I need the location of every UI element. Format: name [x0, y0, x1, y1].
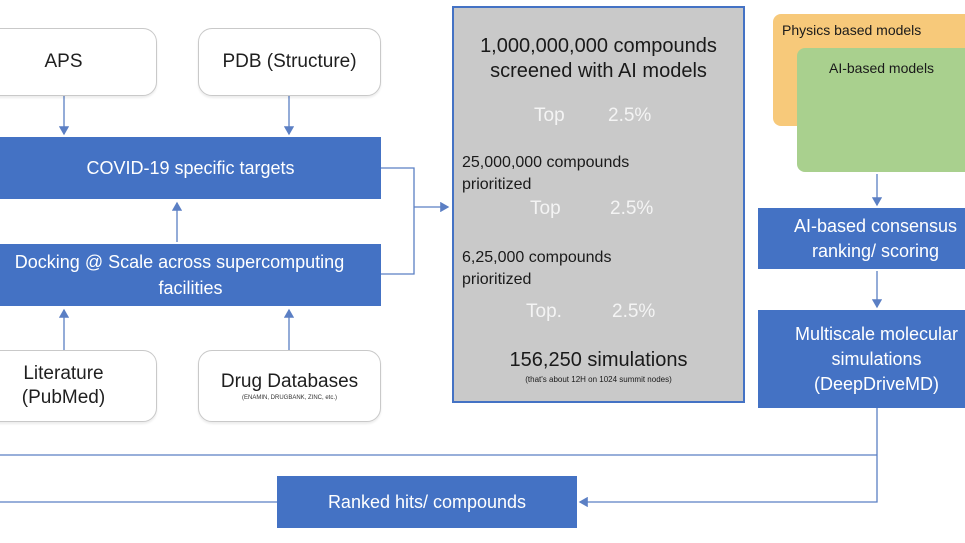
connector-docking-to-panel — [381, 207, 415, 275]
connector-targets-to-panel — [381, 167, 415, 207]
aps-source: APS — [0, 28, 157, 96]
stage1-text: 1,000,000,000 compounds screened with AI… — [454, 34, 743, 84]
physics-models-label: Physics based models — [782, 22, 922, 38]
stage4-note: (that's about 12H on 1024 summit nodes) — [525, 375, 672, 384]
literature-label-line1: Literature — [23, 363, 104, 384]
drug-databases-source: Drug Databases (ENAMIN, DRUGBANK, ZINC, … — [198, 350, 381, 422]
consensus-label-line1: AI-based consensus — [793, 215, 958, 236]
multiscale-label-line1: Multiscale molecular — [794, 323, 959, 344]
aps-label: APS — [44, 51, 83, 72]
stage3-text: 6,25,000 compounds prioritized — [462, 247, 611, 291]
multiscale-box: Multiscale molecular simulations (DeepDr… — [758, 310, 965, 408]
stage1-line1: 1,000,000,000 compounds — [480, 35, 717, 57]
stage2-text: 25,000,000 compounds prioritized — [462, 152, 629, 196]
stage2-line2: prioritized — [462, 176, 532, 193]
docking-box: Docking @ Scale across supercomputing fa… — [0, 244, 381, 306]
drug-databases-sublabel: (ENAMIN, DRUGBANK, ZINC, etc.) — [241, 395, 337, 401]
top1-label: Top — [534, 105, 565, 126]
covid-targets-label: COVID-19 specific targets — [86, 158, 295, 178]
ranked-hits-box: Ranked hits/ compounds — [277, 476, 577, 528]
top3-label: Top. — [526, 301, 562, 322]
screening-funnel-panel: 1,000,000,000 compounds screened with AI… — [452, 6, 745, 403]
ai-models-box: AI-based models — [797, 48, 965, 172]
stage2-line1: 25,000,000 compounds — [462, 154, 630, 171]
stage1-line2: screened with AI models — [490, 60, 707, 82]
covid-targets-box: COVID-19 specific targets — [0, 137, 381, 199]
pdb-label: PDB (Structure) — [222, 51, 357, 72]
top2-percent: 2.5% — [610, 198, 654, 219]
literature-label-line2: (PubMed) — [21, 387, 106, 408]
top2-label: Top — [530, 198, 561, 219]
top3-percent: 2.5% — [612, 301, 656, 322]
multiscale-label-line2: simulations — [831, 348, 922, 369]
multiscale-label-line3: (DeepDriveMD) — [813, 373, 939, 394]
docking-label-line2: facilities — [158, 278, 223, 298]
stage3-line1: 6,25,000 compounds — [462, 249, 612, 266]
docking-label-line1: Docking @ Scale across supercomputing — [14, 252, 345, 272]
stage4-text: 156,250 simulations — [509, 349, 688, 371]
ranked-hits-label: Ranked hits/ compounds — [327, 492, 527, 512]
literature-source: Literature (PubMed) — [0, 350, 157, 422]
ai-models-label: AI-based models — [829, 60, 935, 76]
stage3-line2: prioritized — [462, 271, 532, 288]
consensus-label-line2: ranking/ scoring — [811, 240, 940, 261]
top1-percent: 2.5% — [608, 105, 652, 126]
consensus-box: AI-based consensus ranking/ scoring — [758, 208, 965, 269]
connector-multiscale-to-ranked — [578, 408, 878, 508]
pdb-source: PDB (Structure) — [198, 28, 381, 96]
drug-databases-label: Drug Databases — [220, 371, 359, 392]
